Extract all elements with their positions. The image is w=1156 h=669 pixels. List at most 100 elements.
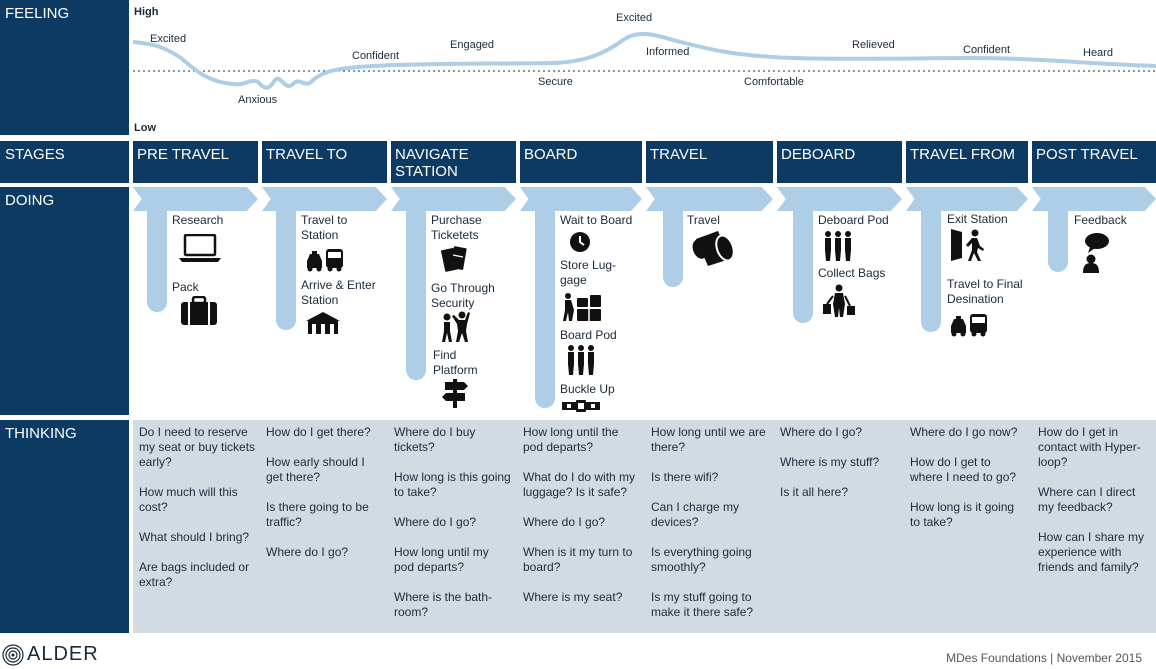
doing-collect-bags: Collect Bags — [818, 266, 886, 280]
feeling-label-anxious: Anxious — [238, 94, 278, 106]
doing-feedback: Feedback — [1074, 213, 1127, 227]
stage-pre-travel: PRE TRAVEL — [133, 141, 258, 183]
suitcase-icon — [181, 296, 217, 325]
luggage-storage-icon — [563, 293, 601, 321]
security-check-icon — [442, 311, 470, 342]
doing-security: Go Through Security — [431, 281, 495, 310]
people-deboarding-icon — [825, 231, 851, 261]
doing-bar-3 — [406, 205, 426, 380]
doing-bar-2 — [276, 205, 296, 330]
person-with-bags-icon — [823, 284, 855, 317]
doing-board-pod: Board Pod — [560, 328, 617, 342]
feeling-label-excited-2: Excited — [616, 12, 653, 24]
doing-buckle-up: Buckle Up — [560, 382, 615, 396]
thought-item: Where do I go? — [266, 545, 349, 559]
feedback-speech-icon — [1083, 233, 1109, 273]
thinking-col-travel-from: Where do I go now? How do I get to where… — [910, 425, 1026, 545]
doing-travel-to-final-destination: Travel to Final Desination — [947, 277, 1023, 306]
feeling-label-excited-1: Excited — [150, 33, 187, 45]
thought-item: Where do I go now? — [910, 425, 1018, 439]
tickets-icon — [441, 246, 467, 272]
thought-item: How do I get there? — [266, 425, 371, 439]
people-boarding-icon — [568, 345, 594, 375]
thought-item: Are bags included or extra? — [139, 560, 250, 589]
doing-find-platform: Find Platform — [433, 348, 478, 377]
thinking-col-deboard: Where do I go? Where is my stuff? Is it … — [780, 425, 898, 515]
thought-item: How do I get to where I need to go? — [910, 455, 1017, 484]
feeling-label-engaged: Engaged — [450, 39, 495, 51]
doing-research: Research — [172, 213, 224, 227]
feeling-label-relieved: Relieved — [852, 39, 895, 51]
doing-travel-to-station: Travel to Station — [301, 213, 348, 242]
feeling-label-heard: Heard — [1083, 47, 1113, 59]
thinking-col-pre-travel: Do I need to reserve my seat or buy tick… — [139, 425, 257, 605]
stage-deboard: DEBOARD — [777, 141, 902, 183]
doing-bar-5 — [663, 205, 683, 287]
feeling-high-label: High — [134, 6, 159, 18]
thinking-col-board: How long until the pod departs? What do … — [523, 425, 639, 620]
doing-travel: Travel — [687, 213, 720, 227]
stage-travel: TRAVEL — [646, 141, 773, 183]
thought-item: How long until the pod departs? — [523, 425, 619, 454]
thought-item: Where do I buy tickets? — [394, 425, 476, 454]
stage-travel-from: TRAVEL FROM — [906, 141, 1028, 183]
footer-course-date: MDes Foundations | November 2015 — [946, 651, 1142, 665]
row-label-thinking: THINKING — [0, 420, 129, 633]
clock-icon — [570, 232, 590, 252]
stage-travel-to: TRAVEL TO — [262, 141, 387, 183]
thought-item: How early should I get there? — [266, 455, 365, 484]
feeling-label-informed: Informed — [646, 46, 690, 58]
taxi-bus-icon-2 — [951, 314, 987, 337]
thought-item: Is there going to be traffic? — [266, 500, 369, 529]
feeling-label-confident-1: Confident — [352, 50, 400, 62]
doing-bar-1 — [147, 205, 167, 312]
feeling-label-confident-2: Confident — [963, 44, 1011, 56]
row-label-feeling: FEELING — [0, 0, 129, 135]
thought-item: Where is the bath-room? — [394, 590, 493, 619]
thought-item: Is there wifi? — [651, 470, 719, 484]
doing-wait-to-board: Wait to Board — [560, 213, 633, 227]
thought-item: How can I share my experience with frien… — [1038, 530, 1145, 574]
thought-item: Where do I go? — [394, 515, 477, 529]
station-building-icon — [306, 312, 340, 334]
row-label-stages: STAGES — [0, 141, 129, 183]
thinking-col-navigate: Where do I buy tickets? How long is this… — [394, 425, 512, 635]
doing-deboard-pod: Deboard Pod — [818, 213, 889, 227]
thought-item: Where do I go? — [780, 425, 863, 439]
thought-item: Is my stuff going to make it there safe? — [651, 590, 754, 619]
signpost-icon — [442, 379, 468, 408]
thought-item: How much will this cost? — [139, 485, 238, 514]
thought-item: Do I need to reserve my seat or buy tick… — [139, 425, 256, 469]
feeling-curve — [133, 32, 1156, 90]
doing-bar-4 — [535, 205, 555, 408]
thought-item: How long is this going to take? — [394, 470, 511, 499]
thought-item: How long is it going to take? — [910, 500, 1015, 529]
exit-door-icon — [951, 229, 984, 261]
alder-logo: ALDER — [2, 643, 99, 666]
thought-item: What do I do with my luggage? Is it safe… — [523, 470, 636, 499]
thought-item: Where can I direct my feedback? — [1038, 485, 1136, 514]
feeling-low-label: Low — [134, 122, 156, 134]
laptop-icon — [179, 234, 221, 262]
doing-bar-7 — [921, 205, 941, 332]
thought-item: Is everything going smoothly? — [651, 545, 752, 574]
doing-bar-6 — [793, 205, 813, 323]
brand-name: ALDER — [27, 643, 99, 665]
feeling-label-comfortable: Comfortable — [744, 76, 804, 88]
doing-exit-station: Exit Station — [947, 212, 1008, 226]
thought-item: How long until we are there? — [651, 425, 766, 454]
thinking-background — [133, 420, 1156, 633]
thought-item: How long until my pod departs? — [394, 545, 489, 574]
doing-bar-8 — [1048, 205, 1068, 272]
doing-store-luggage: Store Lug-gage — [560, 258, 617, 287]
stage-navigate-station: NAVIGATE STATION — [391, 141, 516, 183]
stage-post-travel: POST TRAVEL — [1032, 141, 1156, 183]
thought-item: When is it my turn to board? — [523, 545, 633, 574]
feeling-label-secure: Secure — [538, 76, 573, 88]
thinking-col-post-travel: How do I get in contact with Hyper-loop?… — [1038, 425, 1152, 590]
thought-item: Is it all here? — [780, 485, 849, 499]
thought-item: What should I bring? — [139, 530, 250, 544]
thought-item: Where do I go? — [523, 515, 606, 529]
seatbelt-icon — [562, 400, 600, 412]
thinking-col-travel-to: How do I get there? How early should I g… — [266, 425, 384, 575]
